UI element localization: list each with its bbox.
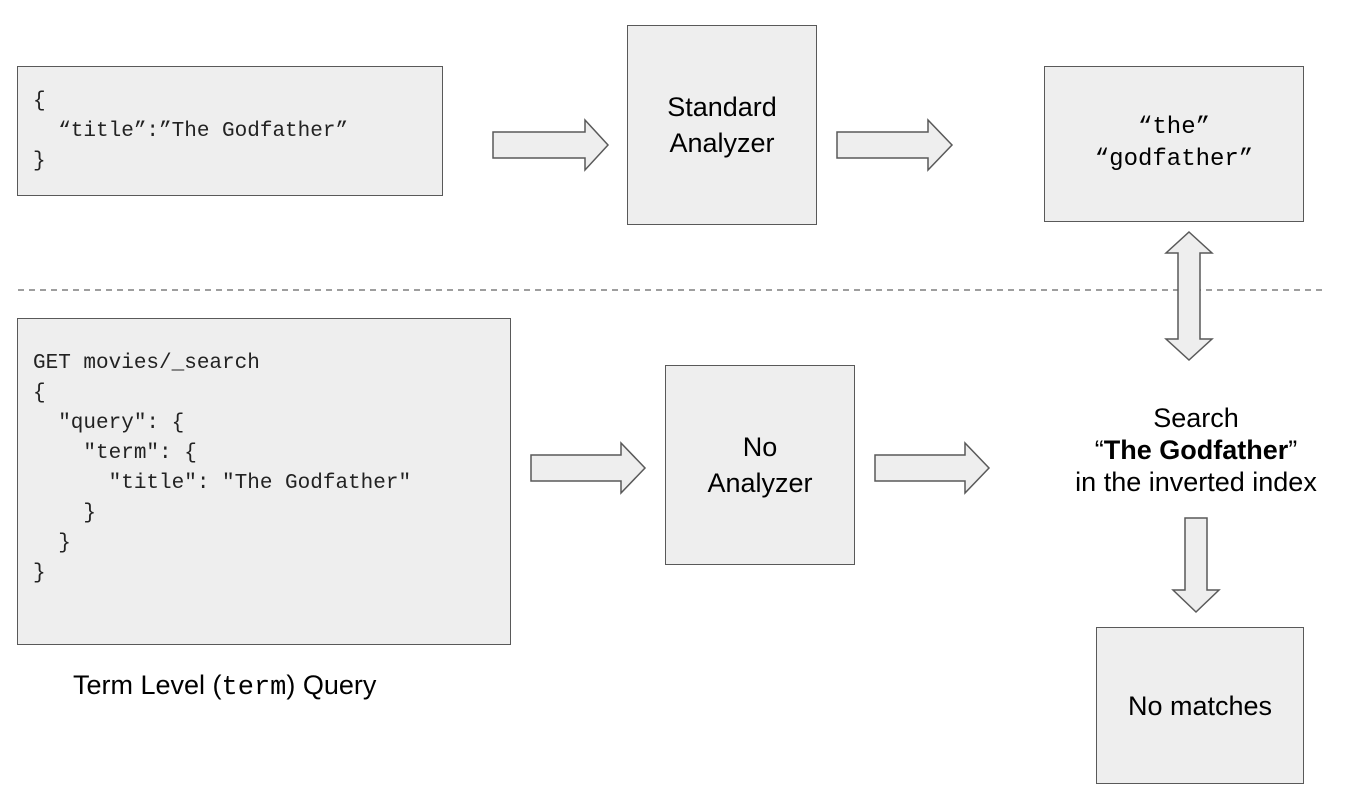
result-label: No matches bbox=[1127, 690, 1273, 721]
document-code: { “title”:”The Godfather”} bbox=[33, 87, 348, 177]
query-line: "term": { bbox=[33, 442, 197, 465]
query-line: GET movies/_search bbox=[33, 352, 260, 375]
document-line: { bbox=[33, 90, 46, 113]
no-analyzer-box: No Analyzer bbox=[665, 365, 855, 565]
search-close-quote: ” bbox=[1288, 435, 1298, 465]
query-box: GET movies/_search { "query": { "term": {… bbox=[17, 318, 511, 645]
search-term-line: “The Godfather” bbox=[1054, 434, 1338, 466]
query-line: "query": { bbox=[33, 412, 185, 435]
search-description: Search “The Godfather” in the inverted i… bbox=[1054, 402, 1338, 498]
token-godfather: “godfather” bbox=[1094, 146, 1254, 173]
search-open-quote: “ bbox=[1094, 435, 1104, 465]
tokens-box: “the” “godfather” bbox=[1044, 66, 1304, 222]
arrow-search-to-result bbox=[1171, 517, 1221, 614]
query-caption: Term Level (term) Query bbox=[73, 670, 376, 703]
no-analyzer-line2: Analyzer bbox=[707, 468, 813, 498]
standard-analyzer-box: Standard Analyzer bbox=[627, 25, 817, 225]
document-line: “title”:”The Godfather” bbox=[33, 120, 349, 143]
query-line: } bbox=[33, 532, 71, 555]
search-term: The Godfather bbox=[1103, 435, 1289, 465]
query-line: { bbox=[33, 382, 46, 405]
token-the: “the” bbox=[1137, 114, 1210, 141]
arrow-query-to-no-analyzer bbox=[530, 441, 647, 495]
caption-prefix: Term Level ( bbox=[73, 670, 222, 700]
standard-analyzer-line1: Standard bbox=[667, 92, 777, 122]
query-code: GET movies/_search { "query": { "term": {… bbox=[33, 349, 411, 589]
double-arrow-tokens-search bbox=[1164, 230, 1214, 362]
result-box: No matches bbox=[1096, 627, 1304, 784]
no-analyzer-line1: No bbox=[742, 432, 778, 462]
search-line1: Search bbox=[1153, 403, 1239, 433]
arrow-no-analyzer-to-search bbox=[874, 441, 991, 495]
search-line3: in the inverted index bbox=[1075, 467, 1317, 497]
document-box: { “title”:”The Godfather”} bbox=[17, 66, 443, 196]
caption-code: term bbox=[221, 673, 287, 703]
arrow-standard-analyzer-to-tokens bbox=[836, 118, 954, 172]
query-line: "title": "The Godfather" bbox=[33, 472, 412, 495]
query-line: } bbox=[33, 502, 97, 525]
document-line: } bbox=[33, 150, 46, 173]
arrow-document-to-standard-analyzer bbox=[492, 118, 610, 172]
standard-analyzer-line2: Analyzer bbox=[669, 128, 775, 158]
caption-suffix: ) Query bbox=[286, 670, 377, 700]
query-line: } bbox=[33, 562, 46, 585]
